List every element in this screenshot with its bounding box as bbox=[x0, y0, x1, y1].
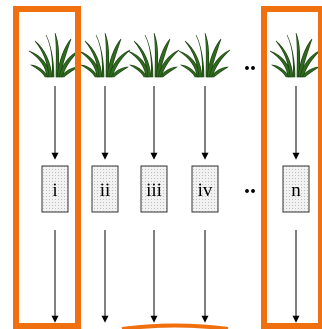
grass-tuft-icon bbox=[78, 32, 131, 78]
column-label: ii bbox=[100, 180, 111, 201]
highlight-curve-fragment bbox=[121, 323, 229, 329]
column-label: n bbox=[291, 180, 301, 201]
treatment-box bbox=[282, 165, 310, 213]
column-n: n bbox=[269, 32, 322, 323]
column-label: iv bbox=[198, 180, 213, 201]
column-iii: iii bbox=[127, 32, 180, 323]
treatment-box bbox=[91, 165, 119, 213]
highlight-frame bbox=[13, 6, 81, 329]
column-label: i bbox=[52, 180, 57, 201]
column-label: iii bbox=[146, 180, 162, 201]
column-ii: ii bbox=[78, 32, 131, 323]
column-i: i bbox=[28, 32, 81, 323]
column-iv: iv bbox=[178, 32, 231, 323]
highlight-frame bbox=[261, 6, 322, 329]
grass-tuft-icon bbox=[28, 32, 81, 78]
treatment-box bbox=[140, 165, 168, 213]
treatment-box bbox=[191, 165, 219, 213]
treatment-box bbox=[41, 165, 69, 213]
ellipsis-middle: .. bbox=[244, 173, 256, 199]
ellipsis-top: .. bbox=[244, 50, 256, 76]
grass-tuft-icon bbox=[127, 32, 180, 78]
grass-tuft-icon bbox=[178, 32, 231, 78]
grass-tuft-icon bbox=[269, 32, 322, 78]
